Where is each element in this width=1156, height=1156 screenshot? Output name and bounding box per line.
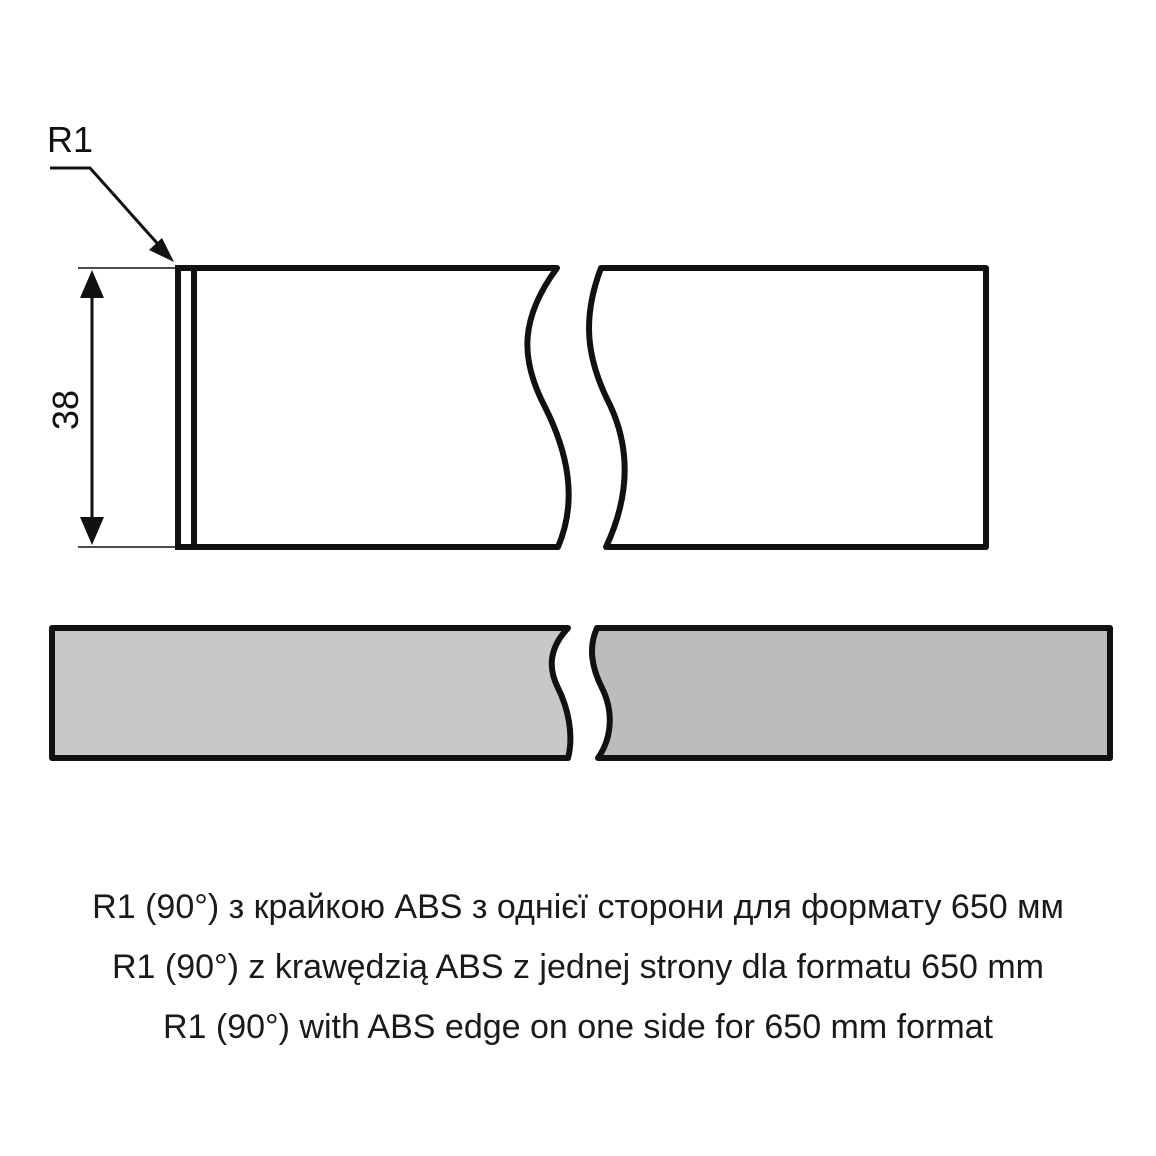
abs-edge-strip bbox=[175, 265, 197, 550]
top-profile-left-part bbox=[175, 265, 572, 550]
caption-ukrainian: R1 (90°) з крайкою ABS з однієї сторони … bbox=[92, 888, 1064, 926]
caption-polish: R1 (90°) z krawędzią ABS z jednej strony… bbox=[112, 948, 1044, 986]
radius-label: R1 bbox=[47, 119, 93, 160]
side-profile-right-part bbox=[589, 625, 1113, 761]
height-dimension-line bbox=[80, 270, 104, 545]
radius-leader-arrow bbox=[50, 166, 174, 262]
height-label: 38 bbox=[45, 390, 86, 430]
top-profile-right-part bbox=[586, 265, 989, 550]
side-profile-left-part bbox=[49, 625, 574, 761]
caption-english: R1 (90°) with ABS edge on one side for 6… bbox=[162, 1008, 993, 1046]
